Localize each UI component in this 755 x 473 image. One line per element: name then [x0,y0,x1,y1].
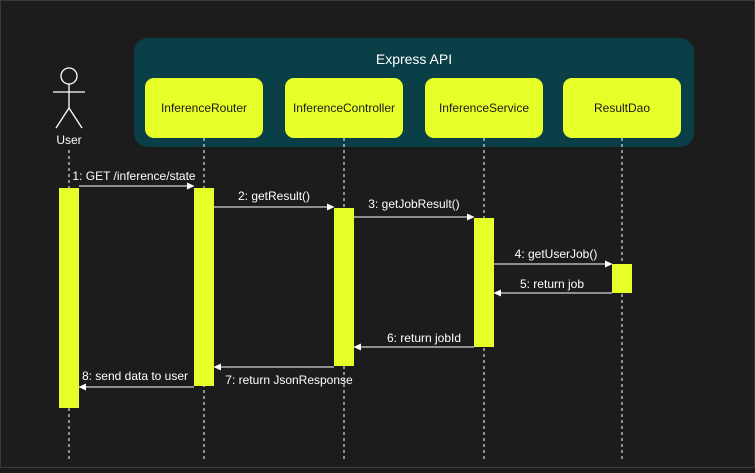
message-2-label: 2: getResult() [238,189,310,203]
actor-head [60,67,78,85]
activation-dao [612,264,632,293]
activation-service [474,218,494,347]
participant-dao: ResultDao [563,78,681,138]
lifelines [68,138,623,460]
container-title: Express API [376,51,452,67]
participant-router-label: InferenceRouter [161,101,247,115]
participant-router: InferenceRouter [145,78,263,138]
message-3-label: 3: getJobResult() [368,197,459,211]
actor-user [53,67,85,129]
participant-service: InferenceService [425,78,543,138]
express-api-container [134,38,694,147]
message-7-label: 7: return JsonResponse [225,373,353,387]
message-6-label: 6: return jobId [387,331,461,345]
actor-right-leg [68,107,83,129]
activation-user [59,188,79,408]
message-5-label: 5: return job [520,277,584,291]
message-4-label: 4: getUserJob() [515,247,598,261]
participant-controller-box [285,78,403,138]
participant-controller-label: InferenceController [293,101,395,115]
actor-label: User [56,133,81,147]
participant-dao-box [563,78,681,138]
message-8-label: 8: send data to user [82,369,188,383]
participant-router-box [145,78,263,138]
message-1-label: 1: GET /inference/state [72,169,196,183]
participant-controller: InferenceController [285,78,403,138]
activations [59,188,632,408]
participant-service-box [425,78,543,138]
activation-router [194,188,214,386]
messages: 1: GET /inference/state 2: getResult() 3… [72,169,613,391]
activation-controller [334,208,354,366]
participant-service-label: InferenceService [439,101,529,115]
actor-left-leg [55,107,70,129]
participant-dao-label: ResultDao [594,101,650,115]
